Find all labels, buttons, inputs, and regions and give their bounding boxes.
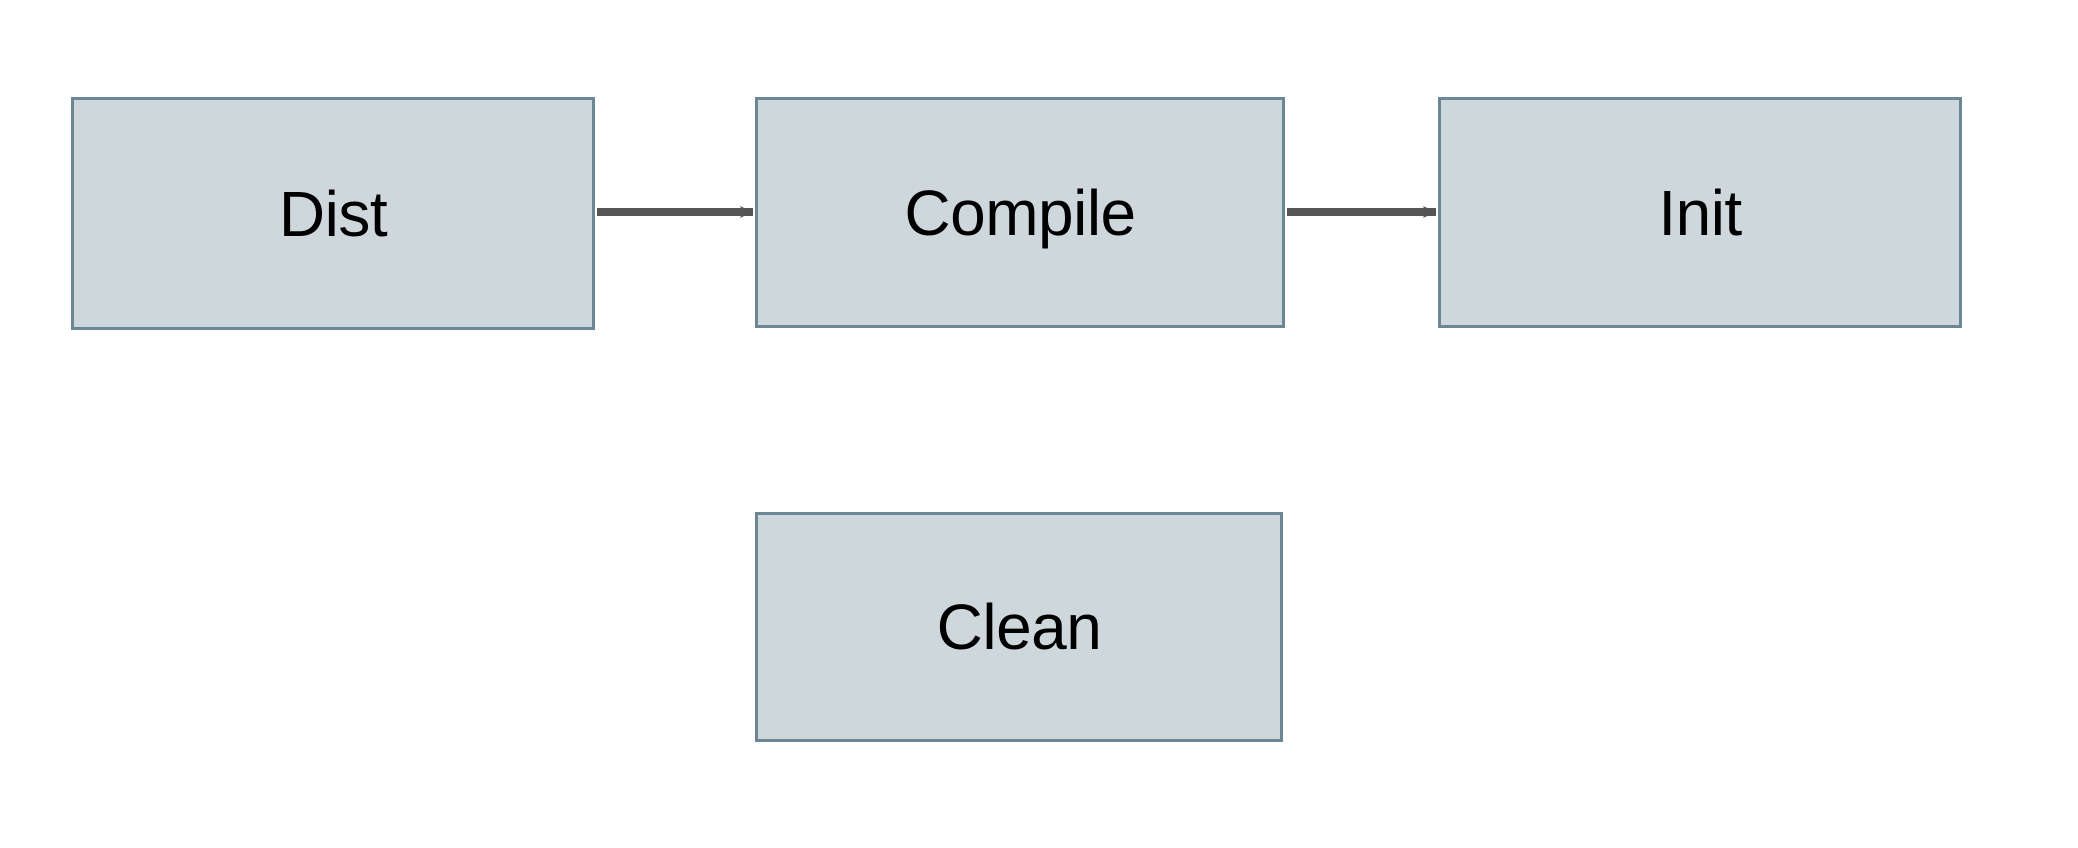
node-dist[interactable]: Dist bbox=[71, 97, 595, 330]
node-clean[interactable]: Clean bbox=[755, 512, 1283, 742]
node-label-compile: Compile bbox=[904, 176, 1136, 249]
node-label-dist: Dist bbox=[278, 177, 388, 250]
node-label-init: Init bbox=[1658, 176, 1742, 249]
node-init[interactable]: Init bbox=[1438, 97, 1962, 328]
node-label-clean: Clean bbox=[936, 591, 1102, 663]
node-compile[interactable]: Compile bbox=[755, 97, 1285, 328]
